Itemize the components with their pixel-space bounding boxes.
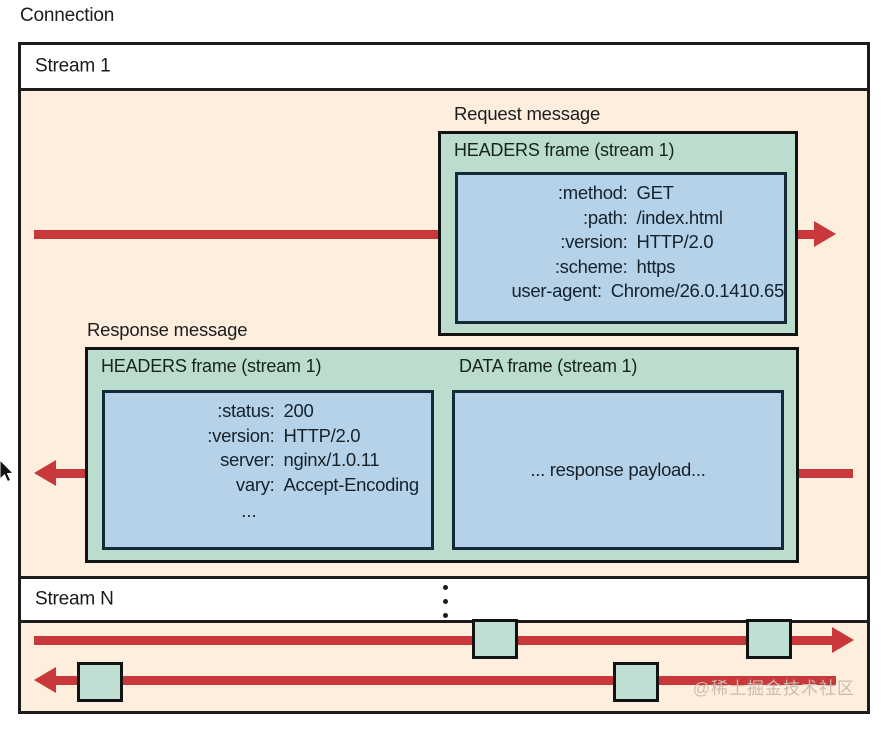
- response-headers-payload-box: :status: 200 :version: HTTP/2.0 server: …: [102, 390, 434, 550]
- header-key: :status:: [217, 400, 275, 421]
- header-value: https: [636, 255, 676, 277]
- watermark: @稀土掘金技术社区: [692, 679, 855, 698]
- stream-1-header: Stream 1: [21, 45, 867, 91]
- header-value: HTTP/2.0: [283, 424, 361, 446]
- stream-n-header: Stream N: [21, 576, 867, 623]
- header-value: nginx/1.0.11: [283, 449, 380, 470]
- header-key: :version:: [560, 231, 628, 252]
- response-message-caption: Response message: [87, 319, 248, 340]
- response-headers-frame-title: HEADERS frame (stream 1): [101, 356, 322, 376]
- stream-n-label: Stream N: [35, 588, 114, 610]
- vertical-ellipsis-icon: [441, 585, 449, 621]
- header-row: :path: /index.html: [458, 206, 784, 228]
- response-header-list: :status: 200 :version: HTTP/2.0 server: …: [105, 393, 431, 522]
- response-header-ellipsis: ...: [241, 500, 257, 521]
- request-arrow-head: [814, 221, 836, 247]
- stream-n-outbound-chunk: [746, 619, 792, 659]
- stream-n-inbound-chunk: [613, 662, 659, 702]
- request-arrow-line: [34, 230, 814, 239]
- header-key: :method:: [557, 182, 628, 203]
- connection-box: Stream 1 Request message HEADERS frame (…: [18, 42, 870, 714]
- response-data-payload-box: ... response payload...: [452, 390, 784, 550]
- header-row: :version: HTTP/2.0: [105, 424, 431, 446]
- header-key: :path:: [583, 206, 628, 228]
- header-value: HTTP/2.0: [636, 231, 714, 252]
- request-headers-frame: HEADERS frame (stream 1) :method: GET :p…: [438, 131, 798, 336]
- connection-label: Connection: [20, 5, 115, 26]
- header-key: server:: [220, 449, 275, 470]
- stream-n-outbound-chunk: [472, 619, 518, 659]
- stream-n-inbound-arrow-line: [56, 676, 836, 685]
- request-headers-frame-title: HEADERS frame (stream 1): [454, 140, 675, 160]
- stream-n-outbound-arrow-line: [34, 636, 832, 645]
- header-row: :method: GET: [458, 182, 784, 203]
- header-value: Accept-Encoding: [283, 473, 420, 495]
- response-frames-group: HEADERS frame (stream 1) DATA frame (str…: [85, 347, 799, 563]
- header-row: user-agent: Chrome/26.0.1410.65: [458, 280, 785, 301]
- response-payload-text: ... response payload...: [530, 459, 706, 480]
- header-row: vary: Accept-Encoding: [105, 473, 431, 495]
- request-header-list: :method: GET :path: /index.html :version…: [458, 175, 784, 307]
- response-data-frame-title: DATA frame (stream 1): [459, 356, 638, 376]
- header-value: 200: [283, 400, 314, 421]
- header-value: GET: [636, 182, 674, 203]
- header-value: /index.html: [636, 206, 723, 228]
- stream-n-inbound-arrow-head: [34, 667, 56, 693]
- stream-1-label: Stream 1: [35, 55, 111, 77]
- header-value: Chrome/26.0.1410.65: [610, 280, 785, 301]
- header-key: :version:: [207, 424, 275, 446]
- header-key: user-agent:: [511, 280, 602, 301]
- stream-n-inbound-chunk: [77, 662, 123, 702]
- header-row: :version: HTTP/2.0: [458, 231, 784, 252]
- response-arrow-head: [34, 460, 56, 486]
- stream-n-outbound-arrow-head: [832, 627, 854, 653]
- header-row: :scheme: https: [458, 255, 784, 277]
- header-key: :scheme:: [554, 255, 628, 277]
- header-key: vary:: [235, 473, 275, 495]
- request-headers-payload-box: :method: GET :path: /index.html :version…: [455, 172, 787, 324]
- mouse-cursor-icon: [0, 459, 16, 486]
- header-row: server: nginx/1.0.11: [105, 449, 431, 470]
- header-row: :status: 200: [105, 400, 431, 421]
- request-message-caption: Request message: [454, 103, 601, 124]
